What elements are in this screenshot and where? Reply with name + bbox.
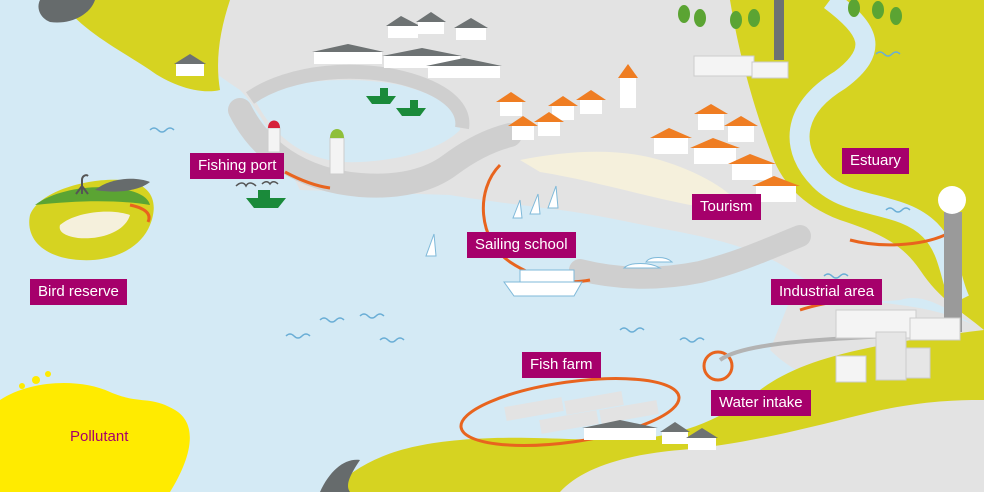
heron <box>75 174 89 195</box>
rock-top-left <box>38 0 95 23</box>
lighthouse-left <box>267 120 281 153</box>
cruise-ship <box>503 269 583 297</box>
label-water-intake: Water intake <box>711 390 811 416</box>
breakwater-top <box>245 64 470 130</box>
label-fish-farm: Fish farm <box>522 352 601 378</box>
seagulls <box>235 181 279 188</box>
beach <box>520 151 745 210</box>
label-bird-reserve: Bird reserve <box>30 279 127 305</box>
pollutant-drop <box>19 383 25 389</box>
pollutant-spill <box>0 382 190 492</box>
bird-reserve-green <box>35 187 150 205</box>
sailing-jetty <box>569 225 811 289</box>
fishing-boat <box>366 88 396 104</box>
label-estuary: Estuary <box>842 148 909 174</box>
waves <box>149 51 911 343</box>
fishing-boat <box>396 100 426 116</box>
harbour-buildings <box>174 12 718 450</box>
trees <box>678 0 902 29</box>
label-pollutant: Pollutant <box>70 428 129 445</box>
label-tourism: Tourism <box>692 194 761 220</box>
harbour-basin <box>255 80 460 163</box>
label-industrial-area: Industrial area <box>771 279 883 305</box>
label-sailing-school: Sailing school <box>467 232 576 258</box>
fishing-port-boundary <box>284 170 331 190</box>
lighthouse-right <box>329 129 345 175</box>
industrial-buildings <box>693 55 966 383</box>
rock-bottom <box>320 459 360 492</box>
pollutant-drop <box>45 371 51 377</box>
fish-farm-boundary <box>459 377 681 447</box>
pollutant-drop <box>32 376 40 384</box>
bird-reserve-boundary <box>129 203 151 223</box>
water-intake-boundary <box>702 350 734 382</box>
coast-bottom-land <box>560 400 984 492</box>
bird-reserve-rock <box>95 178 150 192</box>
fish-farm-cages <box>504 391 659 434</box>
village-houses <box>496 64 800 202</box>
fishing-boat <box>246 190 286 208</box>
sailboats <box>425 185 674 269</box>
estuary-boundary <box>849 233 946 247</box>
bird-reserve-sand <box>59 211 131 239</box>
label-fishing-port: Fishing port <box>190 153 285 179</box>
chimney-top <box>774 0 784 60</box>
